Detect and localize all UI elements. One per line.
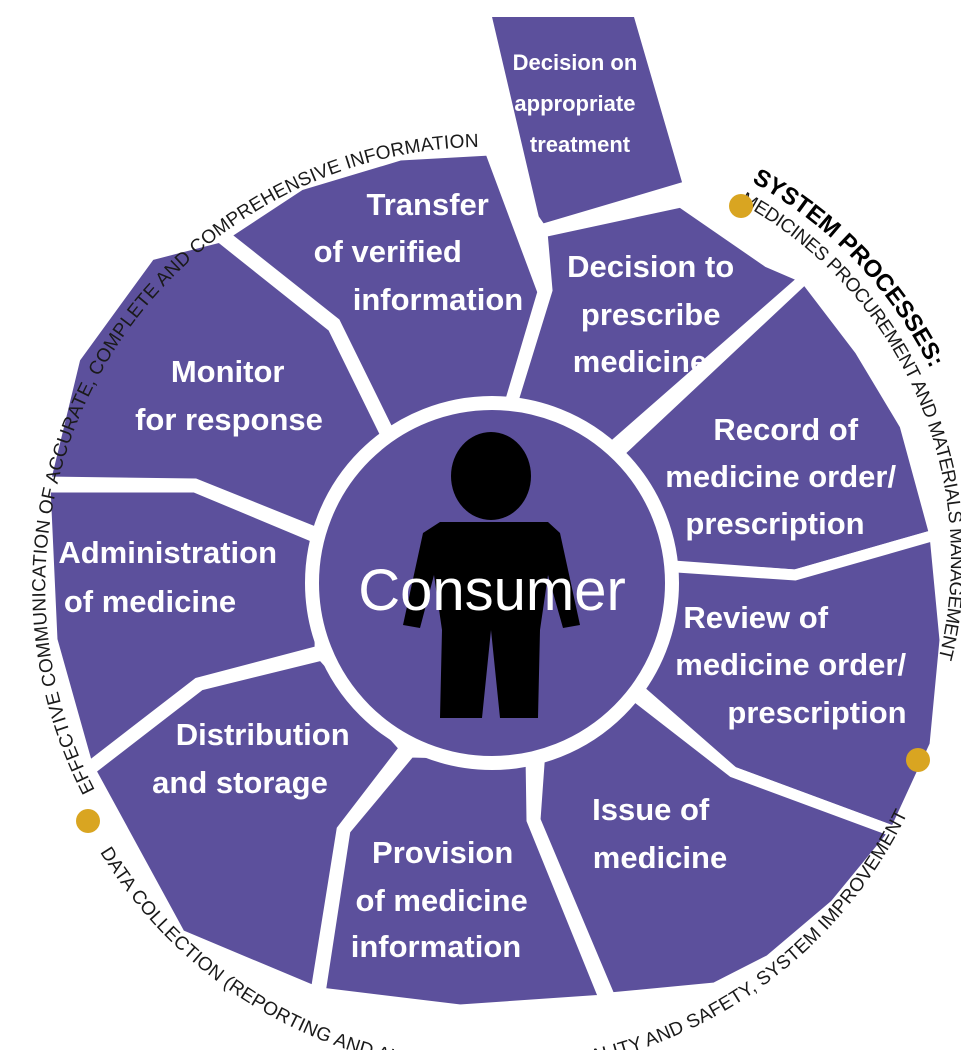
issue-of-medicine-label: Issue of medicine [592, 792, 727, 875]
marker-dot-bottom-right [906, 748, 930, 772]
provision-of-information-label: Provision of medicine information [351, 835, 537, 964]
decision-on-treatment-label: Decision on appropriate treatment [513, 50, 644, 157]
process-segments [38, 144, 951, 1016]
marker-dot-top-right [729, 194, 753, 218]
administration-label: Administration of medicine [58, 535, 285, 619]
person-icon [403, 432, 580, 718]
monitor-for-response-label: Monitor for response [135, 354, 323, 437]
distribution-and-storage-label: Distribution and storage [152, 717, 358, 800]
consumer-label: Consumer [358, 558, 626, 623]
decision-to-prescribe-label: Decision to prescribe medicine [567, 249, 743, 379]
record-of-order-label: Record of medicine order/ prescription [665, 412, 904, 541]
segment-labels: Decision on appropriate treatment Decisi… [58, 50, 914, 964]
review-of-order-label: Review of medicine order/ prescription [675, 600, 914, 730]
segment-transfer-of-information[interactable] [214, 144, 549, 448]
segment-decision-on-treatment[interactable] [481, 9, 692, 233]
marker-dot-bottom-left [76, 809, 100, 833]
transfer-of-information-label: Transfer of verified information [314, 187, 524, 317]
